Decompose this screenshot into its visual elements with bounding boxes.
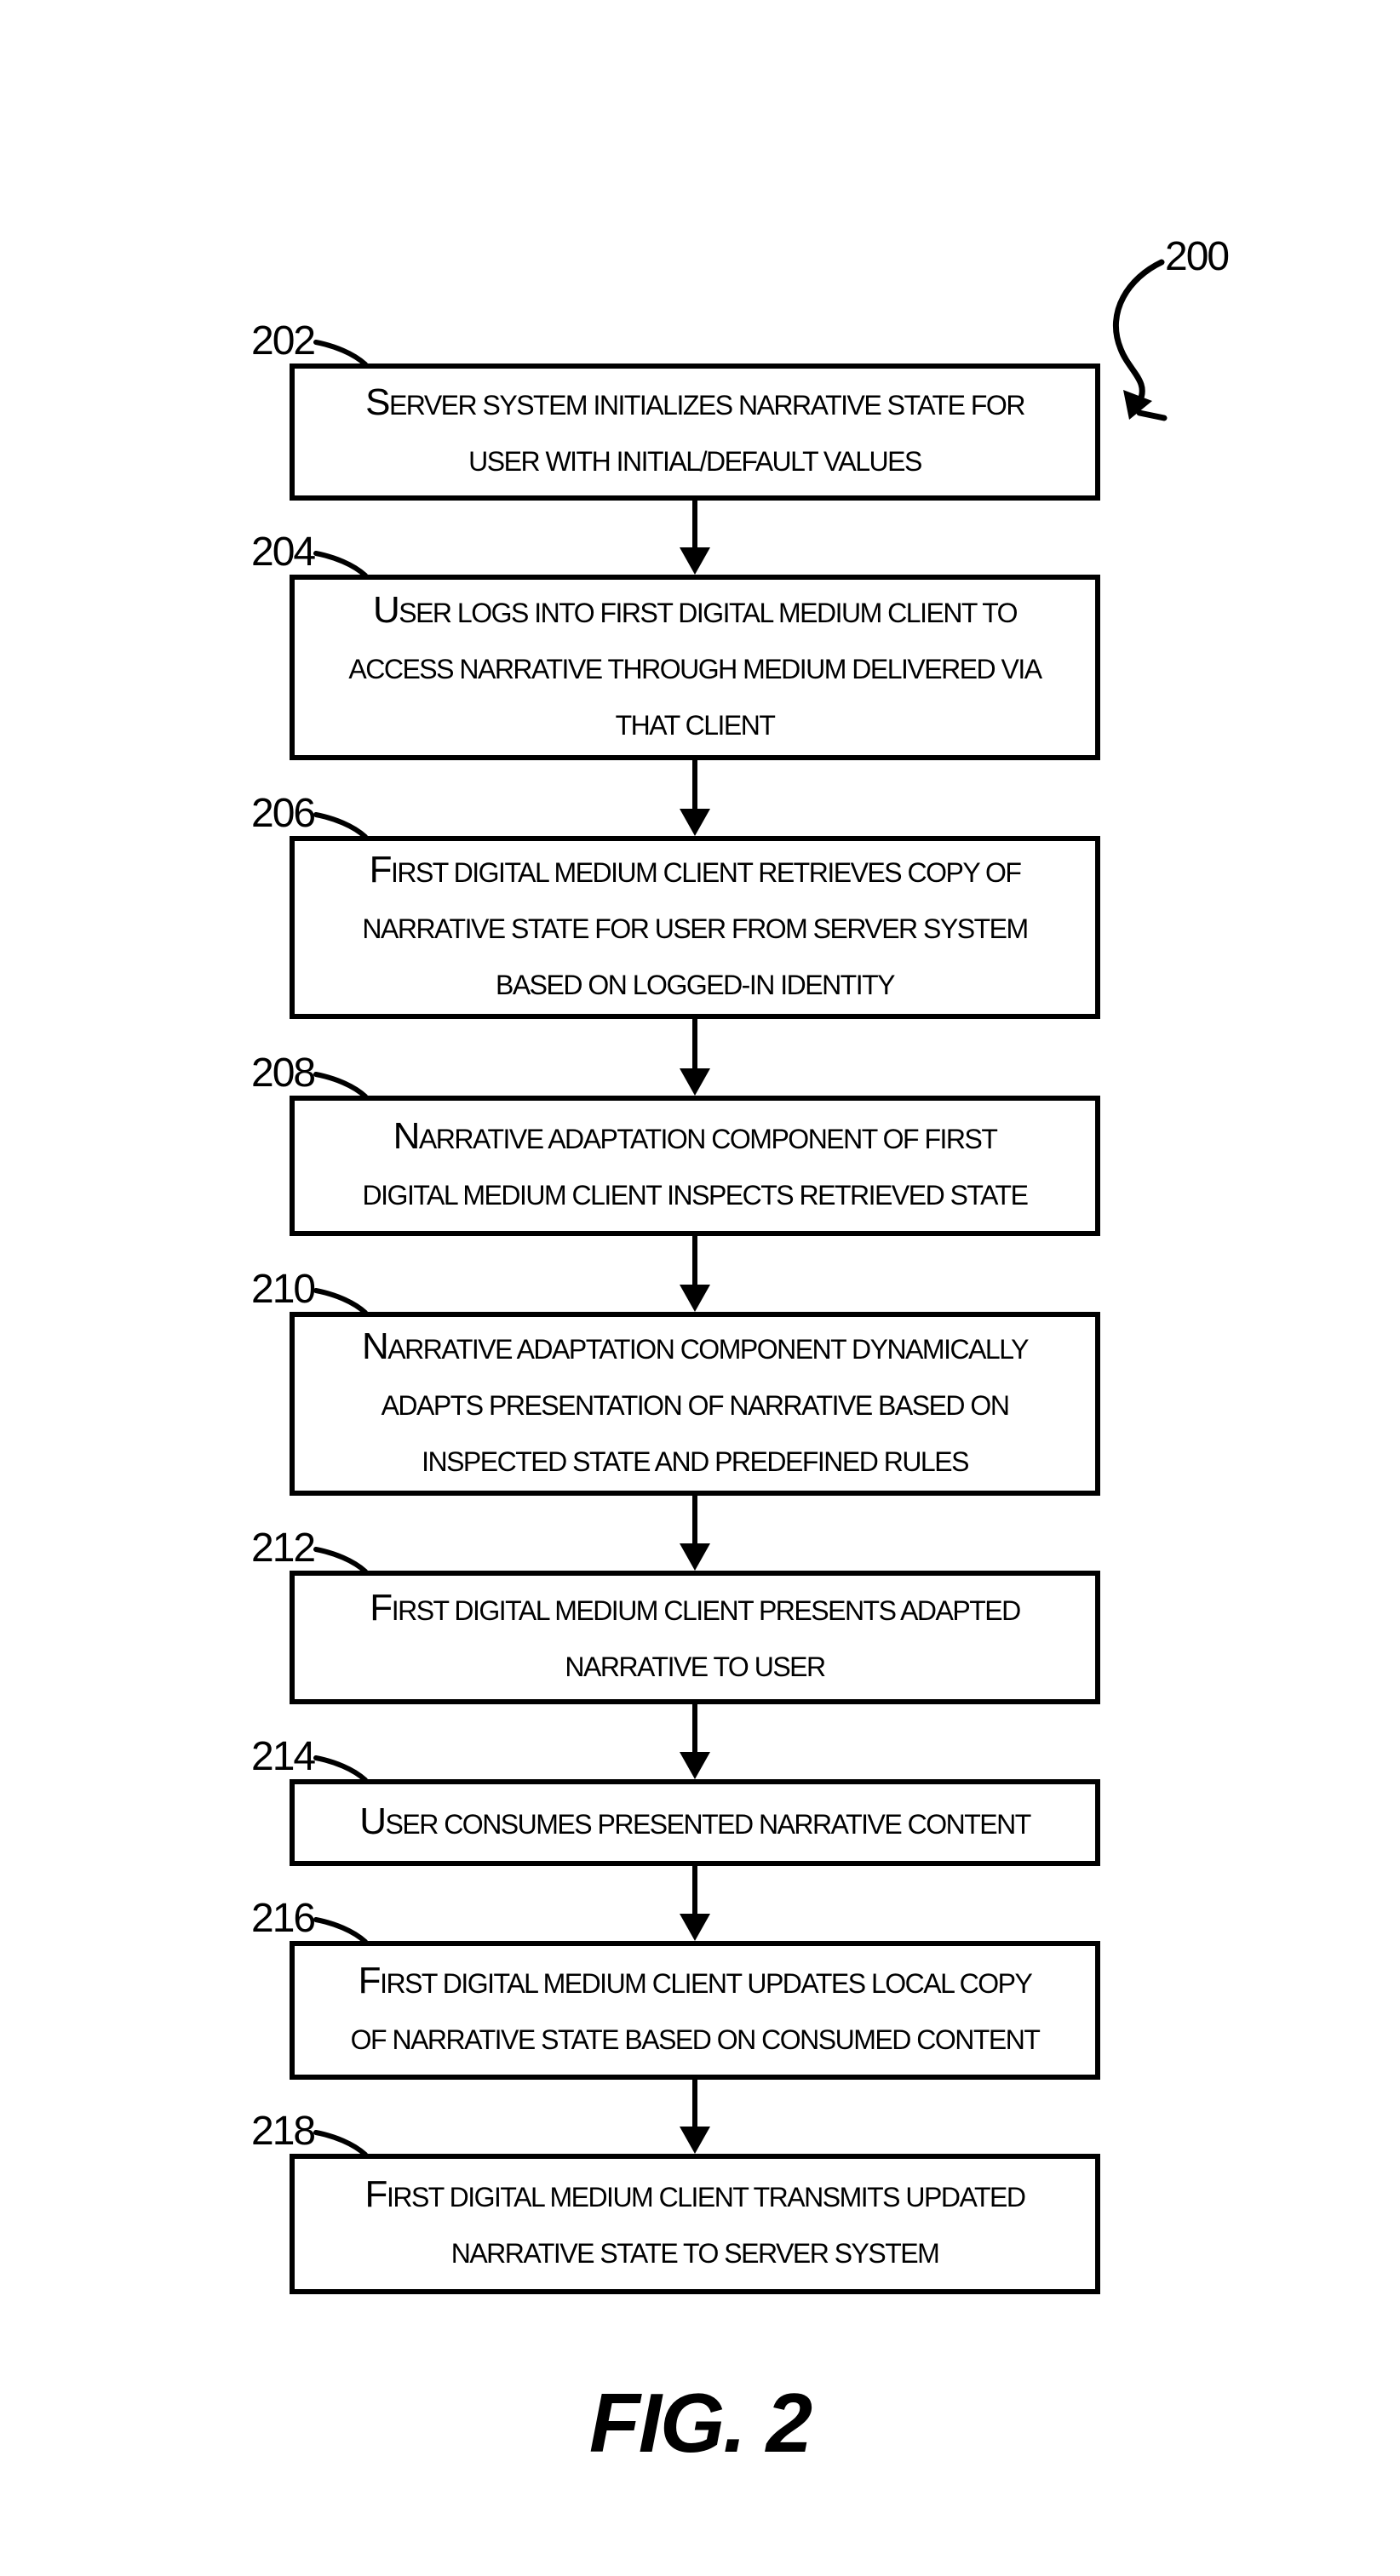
step-ref-label-202: 202 xyxy=(251,318,316,364)
ref-hook-line xyxy=(313,1072,368,1099)
arrow-shaft xyxy=(692,760,697,810)
flow-step-text: USER CONSUMES PRESENTED NARRATIVE CONTEN… xyxy=(359,1800,1031,1842)
flow-step-box-210: NARRATIVE ADAPTATION COMPONENT DYNAMICAL… xyxy=(290,1312,1100,1496)
ref-hook-line xyxy=(313,1917,368,1944)
step-ref-label-204: 204 xyxy=(251,530,316,575)
flow-step-text: FIRST DIGITAL MEDIUM CLIENT RETRIEVES CO… xyxy=(362,849,1029,1000)
step-ref-label-214: 214 xyxy=(251,1734,316,1779)
arrowhead-icon xyxy=(680,2127,710,2154)
down-arrow xyxy=(680,2080,710,2154)
arrow-shaft xyxy=(692,1704,697,1754)
ref-hook-line xyxy=(313,340,368,367)
arrow-shaft xyxy=(692,1236,697,1286)
step-ref-label-216: 216 xyxy=(251,1896,316,1941)
ref-hook-line xyxy=(313,1547,368,1574)
flow-step-text: USER LOGS INTO FIRST DIGITAL MEDIUM CLIE… xyxy=(348,588,1042,741)
ref-hook-line xyxy=(313,2130,368,2157)
step-ref-label-210: 210 xyxy=(251,1267,316,1312)
figure-ref-squiggle-arrow xyxy=(1113,259,1168,421)
arrowhead-icon xyxy=(680,1068,710,1096)
flow-step-box-202: SERVER SYSTEM INITIALIZES NARRATIVE STAT… xyxy=(290,364,1100,501)
flow-step-box-214: USER CONSUMES PRESENTED NARRATIVE CONTEN… xyxy=(290,1779,1100,1866)
arrow-shaft xyxy=(692,2080,697,2128)
flow-step-text: FIRST DIGITAL MEDIUM CLIENT TRANSMITS UP… xyxy=(364,2173,1026,2269)
step-ref-label-206: 206 xyxy=(251,791,316,836)
flow-step-box-208: NARRATIVE ADAPTATION COMPONENT OF FIRST … xyxy=(290,1096,1100,1236)
arrow-shaft xyxy=(692,1496,697,1545)
step-ref-label-218: 218 xyxy=(251,2109,316,2154)
arrow-shaft xyxy=(692,1019,697,1070)
ref-hook-line xyxy=(313,812,368,839)
down-arrow xyxy=(680,1704,710,1779)
figure-caption: FIG. 2 xyxy=(588,2376,812,2470)
step-ref-label-208: 208 xyxy=(251,1050,316,1096)
ref-hook-line xyxy=(313,1288,368,1315)
down-arrow xyxy=(680,1236,710,1312)
ref-hook-line xyxy=(313,1755,368,1783)
flow-step-text: SERVER SYSTEM INITIALIZES NARRATIVE STAT… xyxy=(365,381,1025,477)
down-arrow xyxy=(680,1866,710,1941)
down-arrow xyxy=(680,1496,710,1571)
flow-step-box-218: FIRST DIGITAL MEDIUM CLIENT TRANSMITS UP… xyxy=(290,2154,1100,2294)
arrowhead-icon xyxy=(680,809,710,836)
arrow-shaft xyxy=(692,501,697,549)
down-arrow xyxy=(680,760,710,836)
figure-ref-number: 200 xyxy=(1165,234,1230,279)
flow-step-box-204: USER LOGS INTO FIRST DIGITAL MEDIUM CLIE… xyxy=(290,575,1100,760)
flow-step-box-206: FIRST DIGITAL MEDIUM CLIENT RETRIEVES CO… xyxy=(290,836,1100,1019)
flow-step-box-212: FIRST DIGITAL MEDIUM CLIENT PRESENTS ADA… xyxy=(290,1571,1100,1704)
down-arrow xyxy=(680,1019,710,1096)
flow-step-box-216: FIRST DIGITAL MEDIUM CLIENT UPDATES LOCA… xyxy=(290,1941,1100,2080)
arrowhead-icon xyxy=(680,1543,710,1571)
arrowhead-icon xyxy=(680,1752,710,1779)
arrowhead-icon xyxy=(680,1914,710,1941)
flow-step-text: NARRATIVE ADAPTATION COMPONENT OF FIRST … xyxy=(362,1115,1029,1211)
down-arrow xyxy=(680,501,710,575)
arrow-shaft xyxy=(692,1866,697,1915)
arrowhead-icon xyxy=(680,1285,710,1312)
ref-hook-line xyxy=(313,551,368,578)
flow-step-text: FIRST DIGITAL MEDIUM CLIENT UPDATES LOCA… xyxy=(350,1960,1041,2055)
flow-step-text: FIRST DIGITAL MEDIUM CLIENT PRESENTS ADA… xyxy=(370,1587,1021,1682)
step-ref-label-212: 212 xyxy=(251,1526,316,1571)
flow-step-text: NARRATIVE ADAPTATION COMPONENT DYNAMICAL… xyxy=(362,1325,1029,1477)
arrowhead-icon xyxy=(680,547,710,575)
